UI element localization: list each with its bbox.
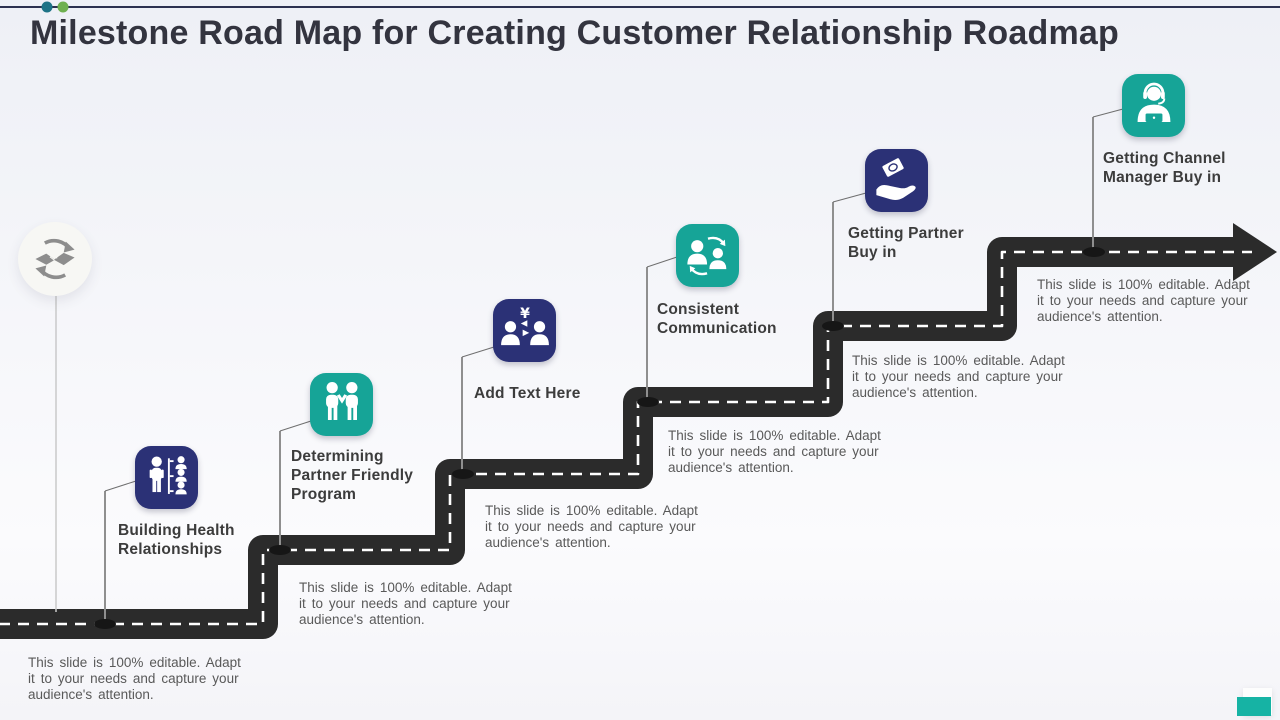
hand-giving-money-icon xyxy=(875,157,916,200)
page-title: Milestone Road Map for Creating Customer… xyxy=(30,14,1119,52)
milestone-description: This slide is 100% editable. Adapt it to… xyxy=(852,353,1065,400)
milestone-tile-partner-program xyxy=(310,373,373,436)
road xyxy=(0,223,1277,639)
milestone-label-partner-program: Determining Partner Friendly Program xyxy=(291,448,414,503)
people-sync-icon xyxy=(686,236,726,275)
handshake-sync-icon xyxy=(35,238,75,280)
milestone-description: This slide is 100% editable. Adapt it to… xyxy=(668,428,881,475)
negotiation-money-icon: ¥ xyxy=(500,305,549,345)
milestone-label-add-text: Add Text Here xyxy=(474,385,581,402)
milestone-label-channel-manager-buy-in: Getting Channel Manager Buy in xyxy=(1103,150,1226,186)
milestone-tile-partner-buy-in xyxy=(865,149,928,212)
milestone-description: This slide is 100% editable. Adapt it to… xyxy=(28,655,241,702)
milestone-label-partner-buy-in: Getting Partner Buy in xyxy=(848,225,964,261)
milestone-label-consistent-communication: Consistent Communication xyxy=(657,301,777,337)
road-arrowhead-icon xyxy=(1233,223,1277,281)
milestone-tile-consistent-communication xyxy=(676,224,739,287)
person-hierarchy-icon xyxy=(149,455,187,494)
svg-text:¥: ¥ xyxy=(520,305,530,321)
milestone-leader-lines xyxy=(104,108,1124,492)
header-dot-blue xyxy=(41,1,53,13)
milestone-tile-channel-manager-buy-in xyxy=(1122,74,1185,137)
milestone-description: This slide is 100% editable. Adapt it to… xyxy=(1037,277,1250,324)
partnership-people-icon xyxy=(325,381,358,420)
support-agent-icon xyxy=(1137,82,1170,122)
milestone-label-building-health: Building Health Relationships xyxy=(118,522,235,558)
milestone-tile-add-text: ¥ xyxy=(493,299,556,362)
handshake-badge xyxy=(18,222,92,296)
corner-accent xyxy=(1237,697,1271,716)
milestone-connectors xyxy=(104,117,1094,620)
milestone-description: This slide is 100% editable. Adapt it to… xyxy=(299,580,512,627)
milestone-pins xyxy=(94,247,1105,629)
header-dot-green xyxy=(57,1,69,13)
milestone-tile-building-health xyxy=(135,446,198,509)
header-rule xyxy=(0,1,1280,13)
milestone-description: This slide is 100% editable. Adapt it to… xyxy=(485,503,698,550)
